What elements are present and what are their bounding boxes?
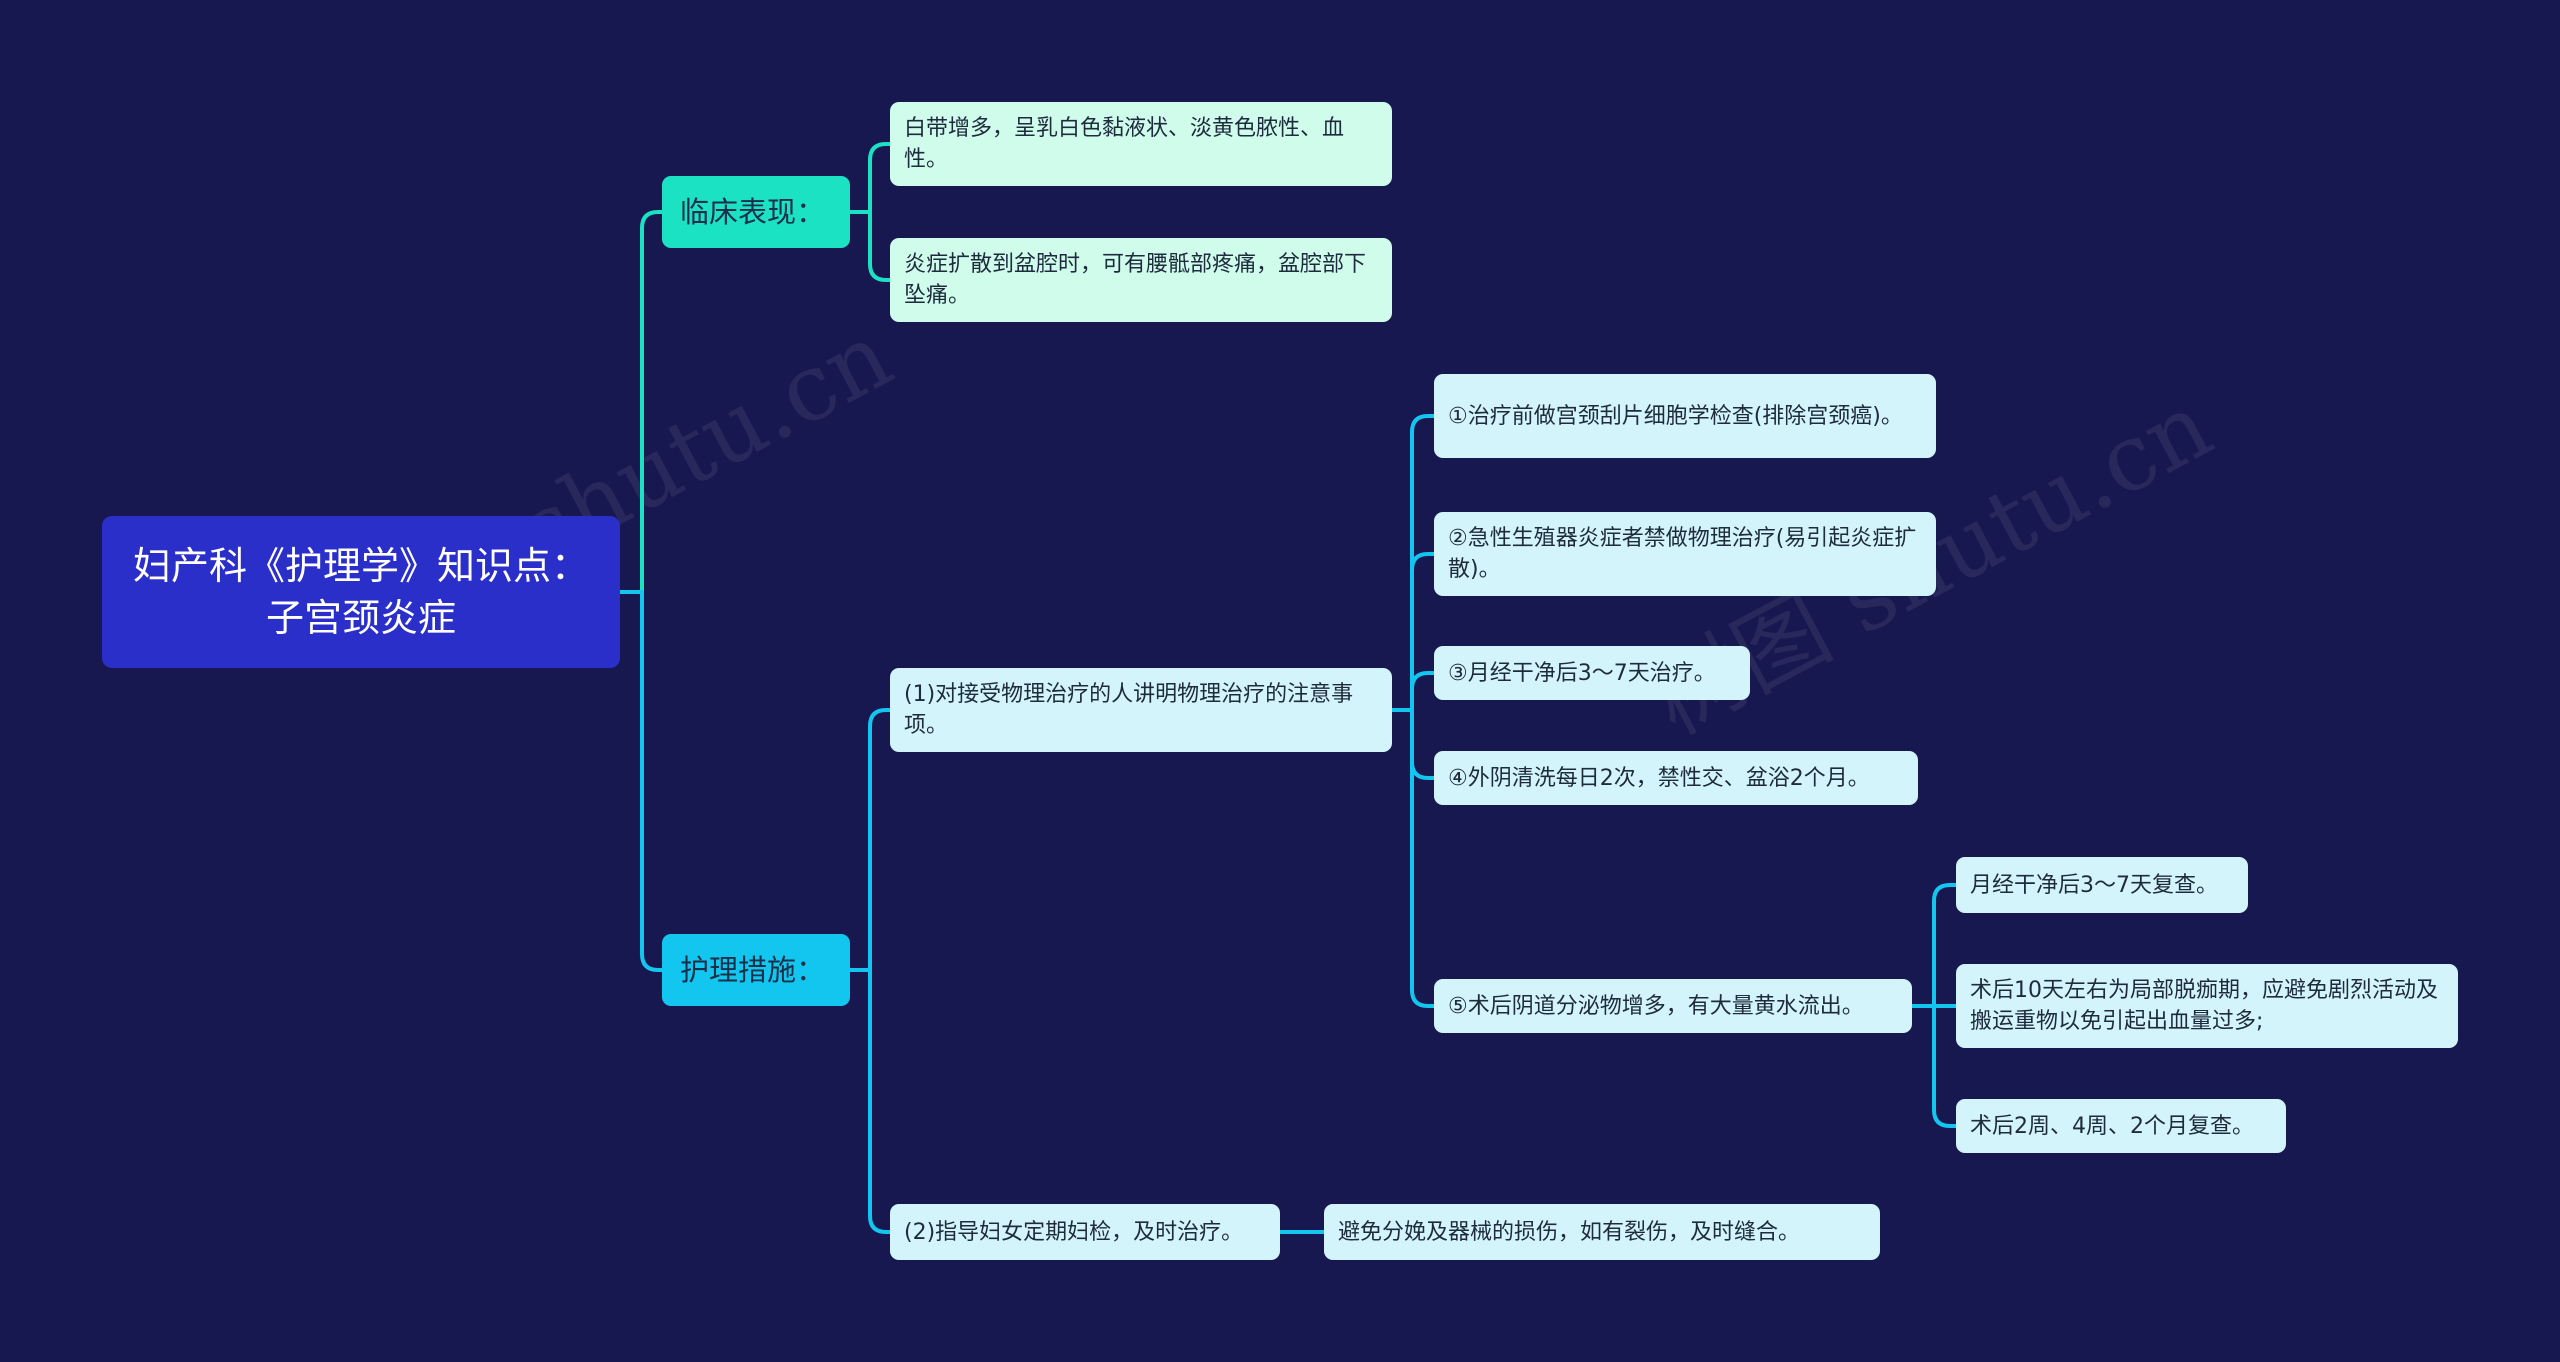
link-physio-item3 — [1390, 671, 1436, 712]
physio-item-4[interactable]: ④外阴清洗每日2次，禁性交、盆浴2个月。 — [1434, 751, 1918, 805]
nursing-checkup-text: (2)指导妇女定期妇检，及时治疗。 — [904, 1219, 1244, 1245]
link-nursing-physio — [848, 708, 892, 972]
checkup-item-text: 避免分娩及器械的损伤，如有裂伤，及时缝合。 — [1338, 1219, 1801, 1245]
after-item-3-text: 术后2周、4周、2个月复查。 — [1970, 1113, 2254, 1139]
link-root-nursing — [618, 590, 664, 972]
branch-clinical-label: 临床表现： — [680, 195, 826, 229]
link-nursing-checkup — [848, 968, 892, 1234]
physio-item-3-text: ③月经干净后3～7天治疗。 — [1448, 660, 1716, 686]
physio-item-2[interactable]: ②急性生殖器炎症者禁做物理治疗(易引起炎症扩散)。 — [1434, 512, 1936, 596]
physio-item-1-text: ①治疗前做宫颈刮片细胞学检查(排除宫颈癌)。 — [1448, 403, 1903, 429]
physio-item-1[interactable]: ①治疗前做宫颈刮片细胞学检查(排除宫颈癌)。 — [1434, 374, 1936, 458]
physio-item-3[interactable]: ③月经干净后3～7天治疗。 — [1434, 646, 1750, 700]
clinical-item-2-text: 炎症扩散到盆腔时，可有腰骶部疼痛，盆腔部下坠痛。 — [904, 252, 1367, 308]
nursing-checkup[interactable]: (2)指导妇女定期妇检，及时治疗。 — [890, 1204, 1280, 1260]
physio-item-2-text: ②急性生殖器炎症者禁做物理治疗(易引起炎症扩散)。 — [1448, 526, 1917, 582]
after-item-2-text: 术后10天左右为局部脱痂期，应避免剧烈活动及搬运重物以免引起出血量过多; — [1970, 978, 2438, 1034]
link-item5-after1 — [1910, 883, 1958, 1008]
clinical-item-1-text: 白带增多，呈乳白色黏液状、淡黄色脓性、血性。 — [904, 116, 1345, 172]
clinical-item-2[interactable]: 炎症扩散到盆腔时，可有腰骶部疼痛，盆腔部下坠痛。 — [890, 238, 1392, 322]
physio-item-5-text: ⑤术后阴道分泌物增多，有大量黄水流出。 — [1448, 993, 1864, 1019]
after-item-3[interactable]: 术后2周、4周、2个月复查。 — [1956, 1099, 2286, 1153]
link-item5-after3 — [1910, 1004, 1958, 1128]
link-root-clinical — [618, 210, 664, 594]
after-item-1[interactable]: 月经干净后3～7天复查。 — [1956, 857, 2248, 913]
branch-clinical[interactable]: 临床表现： — [662, 176, 850, 248]
root-topic[interactable]: 妇产科《护理学》知识点：子宫颈炎症 — [102, 516, 620, 668]
nursing-physio[interactable]: (1)对接受物理治疗的人讲明物理治疗的注意事项。 — [890, 668, 1392, 752]
link-physio-item5 — [1390, 708, 1436, 1008]
nursing-physio-text: (1)对接受物理治疗的人讲明物理治疗的注意事项。 — [904, 682, 1354, 738]
link-clinical-leaf1 — [848, 142, 892, 214]
physio-item-5[interactable]: ⑤术后阴道分泌物增多，有大量黄水流出。 — [1434, 979, 1912, 1033]
checkup-item[interactable]: 避免分娩及器械的损伤，如有裂伤，及时缝合。 — [1324, 1204, 1880, 1260]
branch-nursing[interactable]: 护理措施： — [662, 934, 850, 1006]
branch-nursing-label: 护理措施： — [680, 953, 826, 987]
clinical-item-1[interactable]: 白带增多，呈乳白色黏液状、淡黄色脓性、血性。 — [890, 102, 1392, 186]
link-clinical-leaf2 — [848, 210, 892, 282]
root-title: 妇产科《护理学》知识点：子宫颈炎症 — [132, 544, 589, 640]
physio-item-4-text: ④外阴清洗每日2次，禁性交、盆浴2个月。 — [1448, 765, 1870, 791]
after-item-1-text: 月经干净后3～7天复查。 — [1970, 872, 2218, 898]
link-physio-item1 — [1390, 414, 1436, 712]
link-physio-item2 — [1390, 552, 1436, 712]
after-item-2[interactable]: 术后10天左右为局部脱痂期，应避免剧烈活动及搬运重物以免引起出血量过多; — [1956, 964, 2458, 1048]
